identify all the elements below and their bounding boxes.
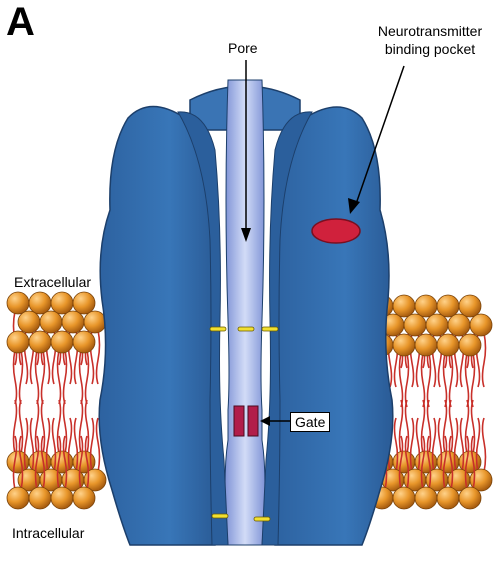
lipid-tail <box>466 400 475 454</box>
lipid-tail <box>444 400 453 454</box>
lipid-head <box>459 295 481 317</box>
lipid-head <box>393 487 415 509</box>
lipid-tail <box>36 400 45 454</box>
lipid-tail <box>36 350 45 404</box>
lipid-tail <box>466 353 475 407</box>
lipid-tail <box>14 400 23 454</box>
lipid-head <box>29 487 51 509</box>
binding-pocket-label: Neurotransmitter binding pocket <box>365 22 495 58</box>
lipid-tail <box>422 400 431 454</box>
lipid-head <box>7 487 29 509</box>
lipid-bilayer-left <box>7 292 106 509</box>
extracellular-label: Extracellular <box>14 274 91 290</box>
binding-pocket-label-line2: binding pocket <box>365 40 495 58</box>
lipid-head <box>73 292 95 314</box>
pore-label: Pore <box>228 40 258 56</box>
gate-block-right <box>248 406 258 436</box>
lipid-tail <box>80 400 89 454</box>
lipid-head <box>51 487 73 509</box>
lipid-head <box>448 314 470 336</box>
lipid-tail <box>58 350 67 404</box>
lipid-head <box>415 334 437 356</box>
lipid-head <box>18 311 40 333</box>
subunit-right <box>274 107 393 545</box>
lipid-head <box>73 487 95 509</box>
subunit-left <box>99 107 216 546</box>
lipid-head <box>393 295 415 317</box>
lipid-head <box>51 331 73 353</box>
lipid-head <box>393 334 415 356</box>
lipid-head <box>437 295 459 317</box>
lipid-tail <box>58 400 67 454</box>
lipid-tail <box>400 400 409 454</box>
lipid-head <box>415 487 437 509</box>
lipid-head <box>7 331 29 353</box>
lipid-head <box>62 311 84 333</box>
gate-label: Gate <box>290 412 330 432</box>
lipid-tail <box>14 350 23 404</box>
intracellular-label: Intracellular <box>12 525 84 541</box>
lipid-head <box>7 292 29 314</box>
gate-block-left <box>234 406 244 436</box>
lipid-head <box>51 292 73 314</box>
lipid-tail <box>422 353 431 407</box>
panel-letter: A <box>6 0 34 45</box>
lipid-tail <box>400 353 409 407</box>
lipid-head <box>459 487 481 509</box>
lipid-head <box>73 331 95 353</box>
lipid-head <box>40 311 62 333</box>
lipid-tail <box>444 353 453 407</box>
pore-lumen <box>225 80 265 545</box>
lipid-head <box>426 314 448 336</box>
lipid-head <box>84 311 106 333</box>
binding-pocket <box>312 219 360 243</box>
lipid-head <box>415 295 437 317</box>
lipid-head <box>459 334 481 356</box>
lipid-head <box>437 487 459 509</box>
lipid-tail <box>80 350 89 404</box>
lipid-head <box>404 314 426 336</box>
binding-pocket-label-line1: Neurotransmitter <box>365 22 495 40</box>
lipid-head <box>437 334 459 356</box>
lipid-head <box>29 292 51 314</box>
lipid-head <box>470 314 492 336</box>
lipid-head <box>29 331 51 353</box>
